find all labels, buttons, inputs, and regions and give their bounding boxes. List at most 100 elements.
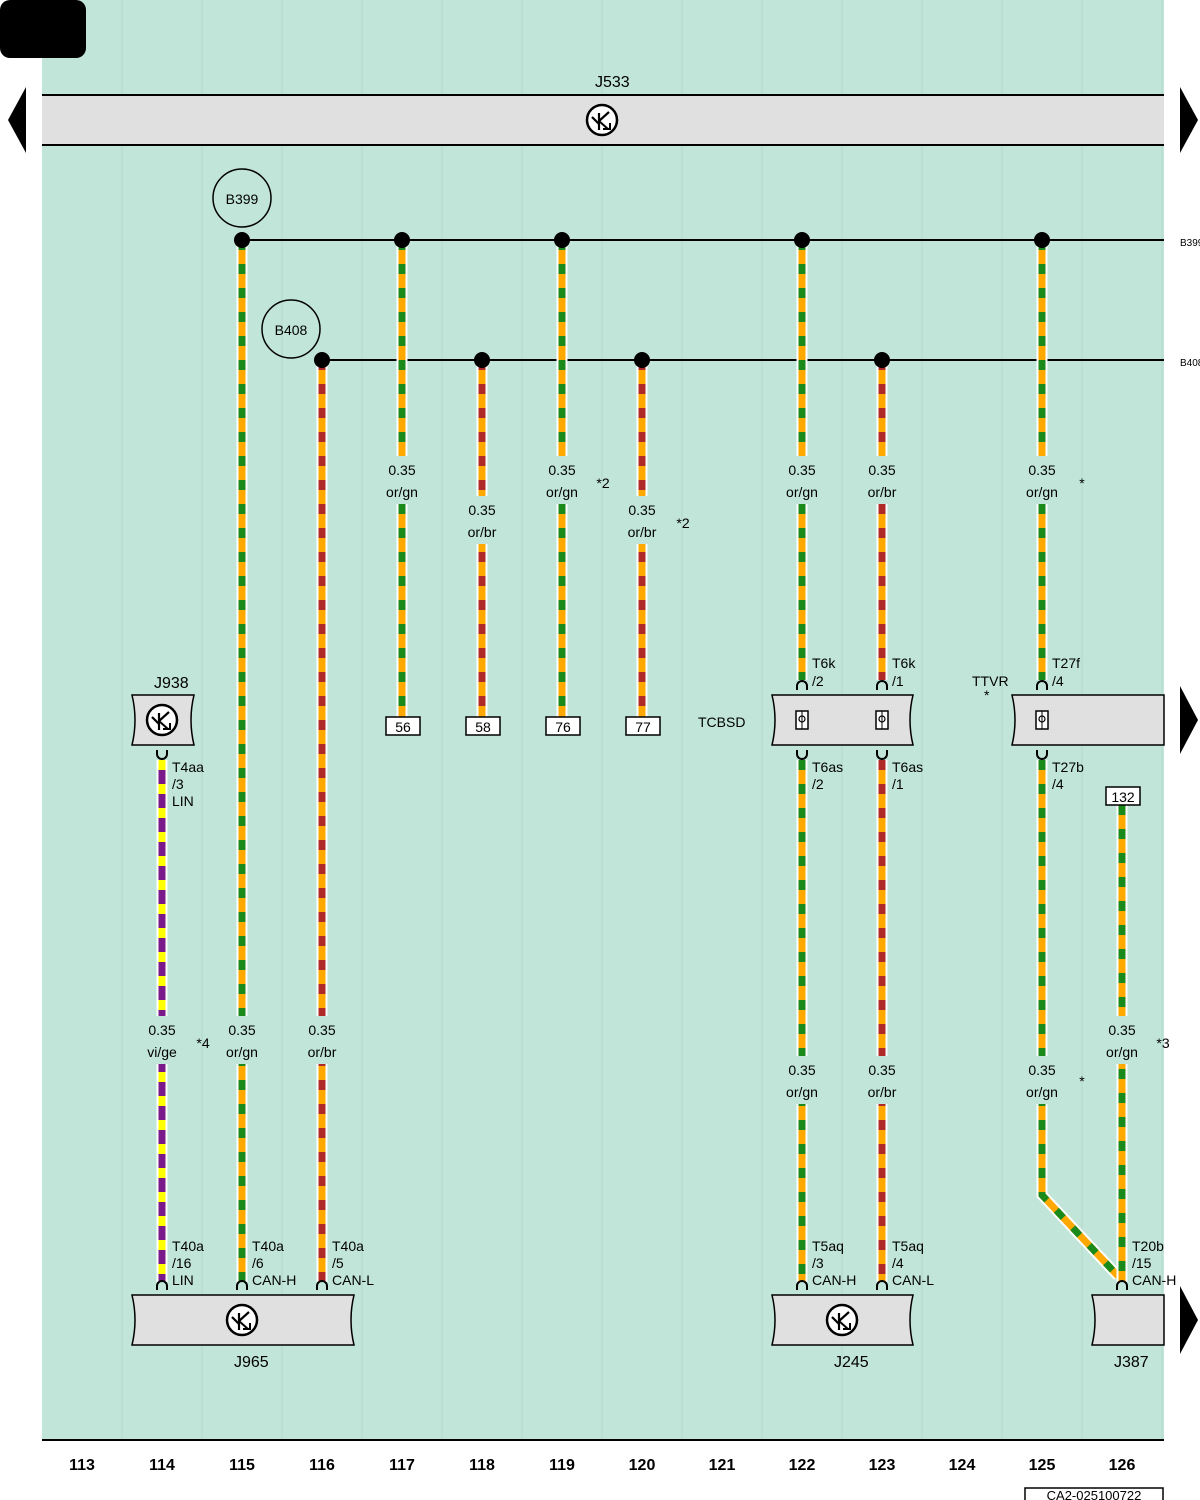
- next-page-arrow-icon-bottom[interactable]: [1180, 1286, 1198, 1354]
- wire-125-top-note: *: [1079, 475, 1085, 491]
- splice-b399-label: B399: [226, 191, 259, 207]
- connector-pin-labels: T4aa /3 LIN T6k /2 T6as /2 T6k /1 T6as /…: [172, 655, 1176, 1288]
- pin-58: 58: [475, 719, 491, 735]
- wire-125-bot[interactable]: [1036, 760, 1123, 1280]
- ground-icon-j965: [225, 1303, 259, 1337]
- grid-number-120: 120: [629, 1457, 656, 1474]
- conn-t27f: T27f: [1052, 655, 1080, 671]
- conn-t40a-6-pin: /6: [252, 1255, 264, 1271]
- fuse-icon-122: [795, 710, 809, 730]
- conn-t20b-sig: CAN-H: [1132, 1272, 1176, 1288]
- conn-t5aq-3: T5aq: [812, 1238, 844, 1254]
- wire-115-size: 0.35: [228, 1022, 255, 1038]
- conn-t4aa: T4aa: [172, 759, 204, 775]
- wire-119-note: *2: [596, 475, 609, 491]
- conn-t20b-pin: /15: [1132, 1255, 1152, 1271]
- module-label-j387: J387: [1114, 1354, 1149, 1371]
- pin-76: 76: [555, 719, 571, 735]
- wire-125-top-color: or/gn: [1026, 484, 1058, 500]
- conn-t6k-1-pin: /1: [892, 673, 904, 689]
- splice-dots: [234, 232, 1050, 368]
- grid-number-113: 113: [69, 1457, 95, 1474]
- next-page-arrow-icon-mid[interactable]: [1180, 686, 1198, 754]
- wire-122-top-color: or/gn: [786, 484, 818, 500]
- connector-block-ttvr[interactable]: [1011, 694, 1165, 746]
- conn-t6k-2-pin: /2: [812, 673, 824, 689]
- pin-132: 132: [1111, 789, 1135, 805]
- conn-t4aa-sig: LIN: [172, 793, 194, 809]
- diagram-background: [42, 0, 1164, 1440]
- wire-labels: 0.35 or/gn 0.35 or/br 0.35 or/gn *2 0.35…: [140, 456, 1170, 1104]
- wire-122-top-size: 0.35: [788, 462, 815, 478]
- wire-123-top-color: or/br: [868, 484, 897, 500]
- wire-119-color: or/gn: [546, 484, 578, 500]
- wires: [156, 240, 1128, 1282]
- conn-t6as-2-pin: /2: [812, 776, 824, 792]
- wire-116-size: 0.35: [308, 1022, 335, 1038]
- footer-code: CA2-025100722: [1047, 1488, 1142, 1500]
- splice-b408-label: B408: [275, 322, 308, 338]
- wire-120-note: *2: [676, 515, 689, 531]
- wire-123-bot-color: or/br: [868, 1084, 897, 1100]
- bus-edge-label-b408: B408: [1180, 358, 1200, 369]
- conn-t40a-5: T40a: [332, 1238, 364, 1254]
- wire-114-color: vi/ge: [147, 1044, 177, 1060]
- grid-number-125: 125: [1029, 1457, 1056, 1474]
- conn-t27b: T27b: [1052, 759, 1084, 775]
- fuse-icon-123: [875, 710, 889, 730]
- wire-126-size: 0.35: [1108, 1022, 1135, 1038]
- grid-number-123: 123: [869, 1457, 896, 1474]
- conn-t4aa-pin: /3: [172, 776, 184, 792]
- splice-b408-bubble: [261, 299, 321, 359]
- module-label-j533: J533: [595, 74, 630, 91]
- wire-118-size: 0.35: [468, 502, 495, 518]
- wire-117-color: or/gn: [386, 484, 418, 500]
- module-label-j245: J245: [834, 1354, 869, 1371]
- module-label-j938: J938: [154, 675, 189, 692]
- footer-code-box: [1024, 1487, 1164, 1500]
- grid-number-124: 124: [949, 1457, 976, 1474]
- pin-56: 56: [395, 719, 411, 735]
- wire-123-bot-size: 0.35: [868, 1062, 895, 1078]
- grid-number-117: 117: [389, 1457, 415, 1474]
- module-j387[interactable]: [1091, 1294, 1165, 1346]
- wire-125-bot-note: *: [1079, 1073, 1085, 1089]
- conn-t40a-16: T40a: [172, 1238, 204, 1254]
- conn-t27f-pin: /4: [1052, 673, 1064, 689]
- connector-label-tcbsd: TCBSD: [698, 714, 745, 730]
- connector-note-ttvr: *: [984, 687, 990, 703]
- wire-117-size: 0.35: [388, 462, 415, 478]
- conn-t5aq-4-sig: CAN-L: [892, 1272, 934, 1288]
- wire-126-color: or/gn: [1106, 1044, 1138, 1060]
- next-page-arrow-icon[interactable]: [1180, 87, 1198, 153]
- wire-120-color: or/br: [628, 524, 657, 540]
- splice-b399-bubble: [212, 168, 272, 228]
- conn-t40a-6-sig: CAN-H: [252, 1272, 296, 1288]
- connector-block-tcbsd[interactable]: [771, 694, 914, 746]
- conn-t40a-5-sig: CAN-L: [332, 1272, 374, 1288]
- grid-number-121: 121: [709, 1457, 736, 1474]
- wire-123-top-size: 0.35: [868, 462, 895, 478]
- conn-t6k-2: T6k: [812, 655, 836, 671]
- grid-number-118: 118: [469, 1457, 495, 1474]
- conn-t5aq-4-pin: /4: [892, 1255, 904, 1271]
- wire-115-color: or/gn: [226, 1044, 258, 1060]
- wire-126-note: *3: [1156, 1035, 1169, 1051]
- pin-terminals: 56 58 76 77 132: [385, 716, 1141, 806]
- grid-number-122: 122: [789, 1457, 816, 1474]
- conn-t5aq-3-sig: CAN-H: [812, 1272, 856, 1288]
- wire-114-size: 0.35: [148, 1022, 175, 1038]
- wire-116-color: or/br: [308, 1044, 337, 1060]
- prev-page-arrow-icon[interactable]: [8, 87, 26, 153]
- wire-119-size: 0.35: [548, 462, 575, 478]
- wire-125-bot-color: or/gn: [1026, 1084, 1058, 1100]
- module-label-j965: J965: [234, 1354, 269, 1371]
- ground-icon-j533: [585, 103, 619, 137]
- grid-number-116: 116: [309, 1457, 335, 1474]
- pin-77: 77: [635, 719, 651, 735]
- conn-t6as-2: T6as: [812, 759, 843, 775]
- wire-125-bot-size: 0.35: [1028, 1062, 1055, 1078]
- ground-icon-j245: [825, 1303, 859, 1337]
